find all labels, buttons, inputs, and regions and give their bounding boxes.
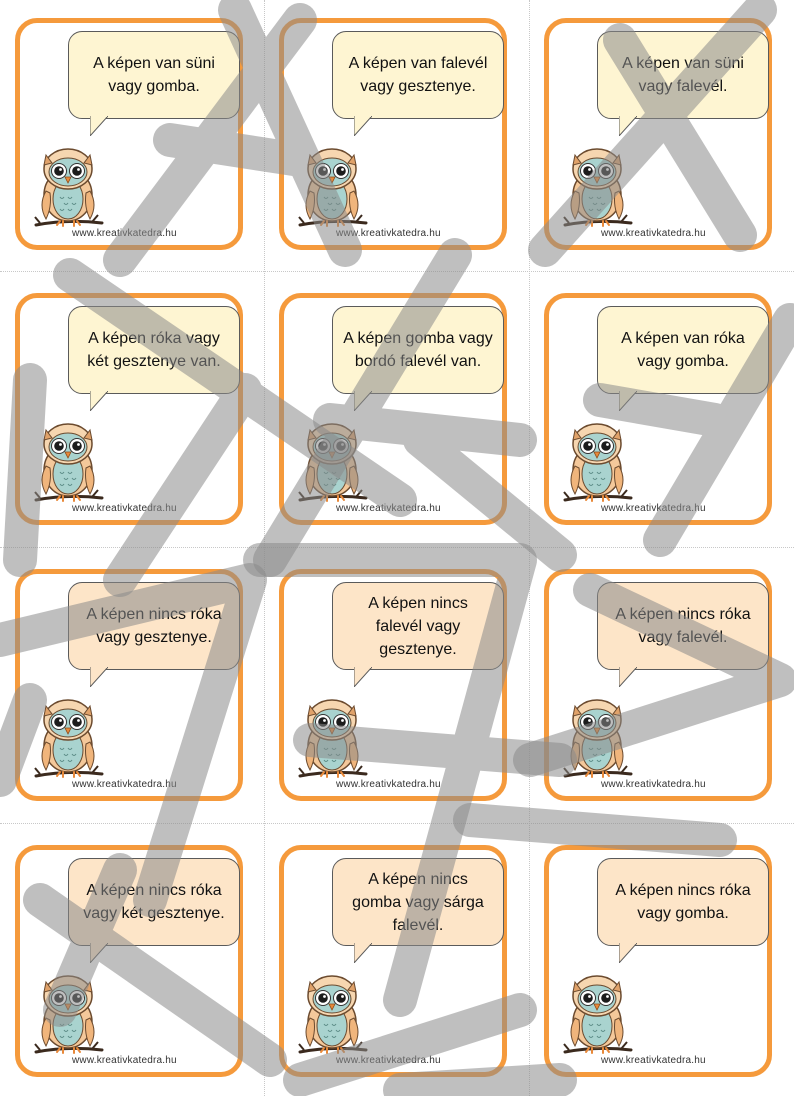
site-label: www.kreativkatedra.hu [336,503,441,514]
task-card: A képen nincs róka vagy gomba. www.kreat… [544,845,772,1077]
task-card: A képen róka vagy két gesztenye van. www… [15,293,243,525]
task-card: A képen van süni vagy falevél. www.kreat… [544,18,772,250]
owl-icon [34,699,104,778]
speech-bubble: A képen van süni vagy falevél. [597,31,769,119]
task-card: A képen nincs róka vagy gesztenye. www.k… [15,569,243,801]
task-card: A képen nincs róka vagy falevél. www.kre… [544,569,772,801]
speech-bubble: A képen nincs róka vagy két gesztenye. [68,858,240,946]
card-cell: A képen van falevél vagy gesztenye. www.… [264,0,528,275]
card-text: A képen van süni vagy falevél. [622,55,744,95]
site-label: www.kreativkatedra.hu [72,1055,177,1066]
site-label: www.kreativkatedra.hu [72,779,177,790]
card-cell: A képen nincs róka vagy gesztenye. www.k… [0,551,264,826]
card-cell: A képen nincs falevél vagy gesztenye. ww… [264,551,528,826]
bubble-tail [90,943,108,963]
bubble-tail [619,667,637,687]
card-text: A képen gomba vagy bordó falevél van. [343,330,493,370]
site-label: www.kreativkatedra.hu [72,228,177,239]
site-label: www.kreativkatedra.hu [601,503,706,514]
task-card: A képen gomba vagy bordó falevél van. ww… [279,293,507,525]
speech-bubble: A képen van falevél vagy gesztenye. [332,31,504,119]
owl-icon [563,148,633,227]
card-cell: A képen van süni vagy falevél. www.kreat… [529,0,793,275]
speech-bubble: A képen róka vagy két gesztenye van. [68,306,240,394]
site-label: www.kreativkatedra.hu [601,228,706,239]
bubble-tail [90,667,108,687]
site-label: www.kreativkatedra.hu [336,779,441,790]
site-label: www.kreativkatedra.hu [72,503,177,514]
card-cell: A képen nincs róka vagy gomba. www.kreat… [529,827,793,1102]
owl-icon [563,699,633,778]
site-label: www.kreativkatedra.hu [601,1055,706,1066]
card-text: A képen van róka vagy gomba. [621,330,745,370]
task-card: A képen van falevél vagy gesztenye. www.… [279,18,507,250]
card-text: A képen nincs falevél vagy gesztenye. [368,594,468,658]
card-cell: A képen gomba vagy bordó falevél van. ww… [264,275,528,550]
task-card: A képen van süni vagy gomba. www.kreativ… [15,18,243,250]
site-label: www.kreativkatedra.hu [601,779,706,790]
bubble-tail [619,391,637,411]
speech-bubble: A képen nincs gomba vagy sárga falevél. [332,858,504,946]
bubble-tail [354,391,372,411]
card-cell: A képen van süni vagy gomba. www.kreativ… [0,0,264,275]
bubble-tail [90,391,108,411]
task-card: A képen nincs gomba vagy sárga falevél. … [279,845,507,1077]
bubble-tail [354,116,372,136]
card-cell: A képen nincs róka vagy falevél. www.kre… [529,551,793,826]
speech-bubble: A képen nincs róka vagy falevél. [597,582,769,670]
owl-icon [298,699,368,778]
card-cell: A képen nincs róka vagy két gesztenye. w… [0,827,264,1102]
card-text: A képen nincs róka vagy két gesztenye. [83,882,225,922]
task-card: A képen nincs falevél vagy gesztenye. ww… [279,569,507,801]
card-text: A képen nincs róka vagy gomba. [615,882,751,922]
speech-bubble: A képen nincs róka vagy gesztenye. [68,582,240,670]
task-card: A képen van róka vagy gomba. www.kreativ… [544,293,772,525]
task-card: A képen nincs róka vagy két gesztenye. w… [15,845,243,1077]
owl-icon [298,148,368,227]
site-label: www.kreativkatedra.hu [336,1055,441,1066]
speech-bubble: A képen van süni vagy gomba. [68,31,240,119]
owl-icon [34,148,104,227]
bubble-tail [354,943,372,963]
card-text: A képen nincs róka vagy falevél. [615,606,751,646]
owl-icon [298,423,368,502]
speech-bubble: A képen gomba vagy bordó falevél van. [332,306,504,394]
speech-bubble: A képen van róka vagy gomba. [597,306,769,394]
card-cell: A képen róka vagy két gesztenye van. www… [0,275,264,550]
bubble-tail [90,116,108,136]
card-text: A képen van süni vagy gomba. [93,55,215,95]
card-cell: A képen van róka vagy gomba. www.kreativ… [529,275,793,550]
bubble-tail [619,116,637,136]
speech-bubble: A képen nincs róka vagy gomba. [597,858,769,946]
speech-bubble: A képen nincs falevél vagy gesztenye. [332,582,504,670]
card-text: A képen nincs gomba vagy sárga falevél. [352,870,484,934]
card-text: A képen nincs róka vagy gesztenye. [86,606,222,646]
bubble-tail [354,667,372,687]
owl-icon [298,975,368,1054]
card-text: A képen van falevél vagy gesztenye. [348,55,488,95]
card-cell: A képen nincs gomba vagy sárga falevél. … [264,827,528,1102]
bubble-tail [619,943,637,963]
owl-icon [34,423,104,502]
owl-icon [563,975,633,1054]
card-text: A képen róka vagy két gesztenye van. [87,330,221,370]
site-label: www.kreativkatedra.hu [336,228,441,239]
owl-icon [563,423,633,502]
owl-icon [34,975,104,1054]
